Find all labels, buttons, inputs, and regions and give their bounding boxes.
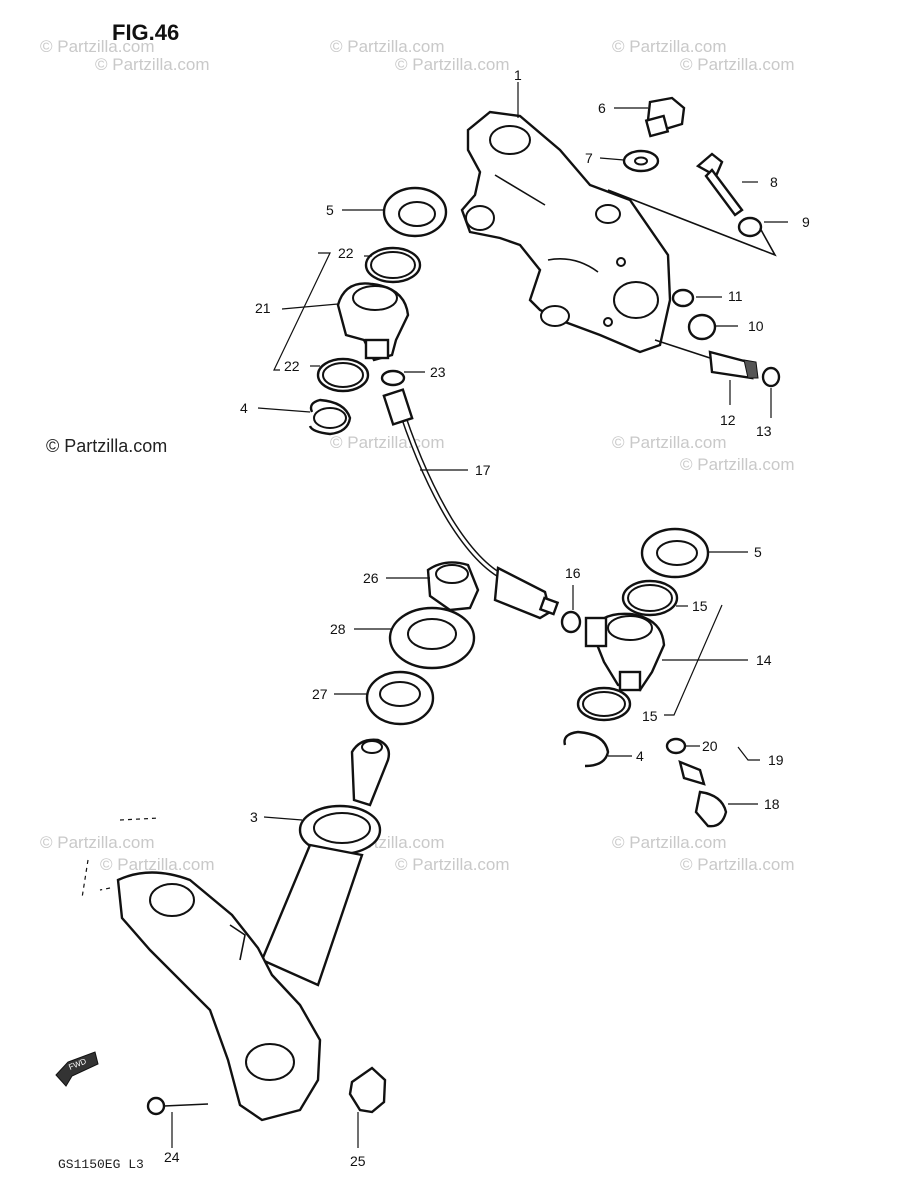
watermark: © Partzilla.com (330, 37, 445, 56)
callout-20: 20 (702, 738, 718, 754)
bleeder-19 (678, 760, 706, 786)
callout-21: 21 (255, 300, 271, 316)
o-ring-20 (665, 737, 687, 755)
brake-hose-17 (382, 388, 560, 620)
nut-26 (426, 561, 480, 612)
callout-4: 4 (240, 400, 248, 416)
fwd-arrow-icon: FWD (55, 1051, 99, 1087)
watermarks: © Partzilla.com © Partzilla.com © Partzi… (40, 37, 795, 874)
figure-title: FIG.46 (112, 20, 179, 45)
watermark: © Partzilla.com (95, 55, 210, 74)
callout-9: 9 (802, 214, 810, 230)
callout-27: 27 (312, 686, 328, 702)
cap-18 (694, 790, 728, 828)
upper-bracket (460, 110, 672, 354)
bolt-24 (146, 1096, 209, 1116)
watermark: © Partzilla.com (100, 855, 215, 874)
steering-stem-3 (116, 738, 391, 1122)
callout-28: 28 (330, 621, 346, 637)
watermark: © Partzilla.com (40, 37, 155, 56)
o-ring-23 (380, 369, 406, 387)
callout-11: 11 (728, 288, 743, 304)
callout-25: 25 (350, 1153, 366, 1169)
watermark: © Partzilla.com (395, 855, 510, 874)
drawing-code: GS1150EG L3 (58, 1157, 144, 1172)
callout-15: 15 (692, 598, 708, 614)
washer-9 (737, 216, 763, 238)
o-ring-16 (560, 610, 582, 634)
watermark: © Partzilla.com (395, 55, 510, 74)
callout-16: 16 (565, 565, 581, 581)
caliper-body-21 (336, 282, 410, 362)
callout-22: 22 (338, 245, 354, 261)
callout-15: 15 (642, 708, 658, 724)
callout-4: 4 (636, 748, 644, 764)
watermark: © Partzilla.com (40, 833, 155, 852)
callout-labels: 1 3 4 4 5 5 6 7 8 9 10 11 12 13 14 15 15… (164, 67, 810, 1169)
callout-14: 14 (756, 652, 772, 668)
callout-26: 26 (363, 570, 379, 586)
callout-3: 3 (250, 809, 258, 825)
callout-24: 24 (164, 1149, 180, 1165)
bolt-6 (644, 96, 686, 138)
leader-lines (171, 82, 788, 1148)
clip-25 (348, 1066, 387, 1114)
caliper-body-14 (584, 612, 666, 692)
watermark-main: © Partzilla.com (46, 436, 167, 456)
callout-17: 17 (475, 462, 491, 478)
callout-6: 6 (598, 100, 606, 116)
callout-19: 19 (768, 752, 784, 768)
watermark: © Partzilla.com (612, 833, 727, 852)
callout-7: 7 (585, 150, 593, 166)
watermark: © Partzilla.com (680, 855, 795, 874)
watermark: © Partzilla.com (612, 433, 727, 452)
circlip-4-upper (308, 398, 352, 436)
callout-1: 1 (514, 67, 522, 83)
nut-11 (671, 288, 695, 308)
callout-5: 5 (326, 202, 334, 218)
callout-12: 12 (720, 412, 736, 428)
bolt-12 (654, 339, 759, 380)
callout-8: 8 (770, 174, 778, 190)
watermark: © Partzilla.com (612, 37, 727, 56)
watermark: © Partzilla.com (680, 455, 795, 474)
circlip-4-lower (563, 730, 610, 768)
callout-10: 10 (748, 318, 764, 334)
washer-13 (761, 366, 781, 388)
watermark: © Partzilla.com (680, 55, 795, 74)
callout-13: 13 (756, 423, 772, 439)
callout-5: 5 (754, 544, 762, 560)
watermark: © Partzilla.com (330, 433, 445, 452)
callout-23: 23 (430, 364, 446, 380)
callout-18: 18 (764, 796, 780, 812)
bolt-8 (695, 152, 744, 217)
callout-22: 22 (284, 358, 300, 374)
cap-nut-10 (687, 313, 717, 341)
